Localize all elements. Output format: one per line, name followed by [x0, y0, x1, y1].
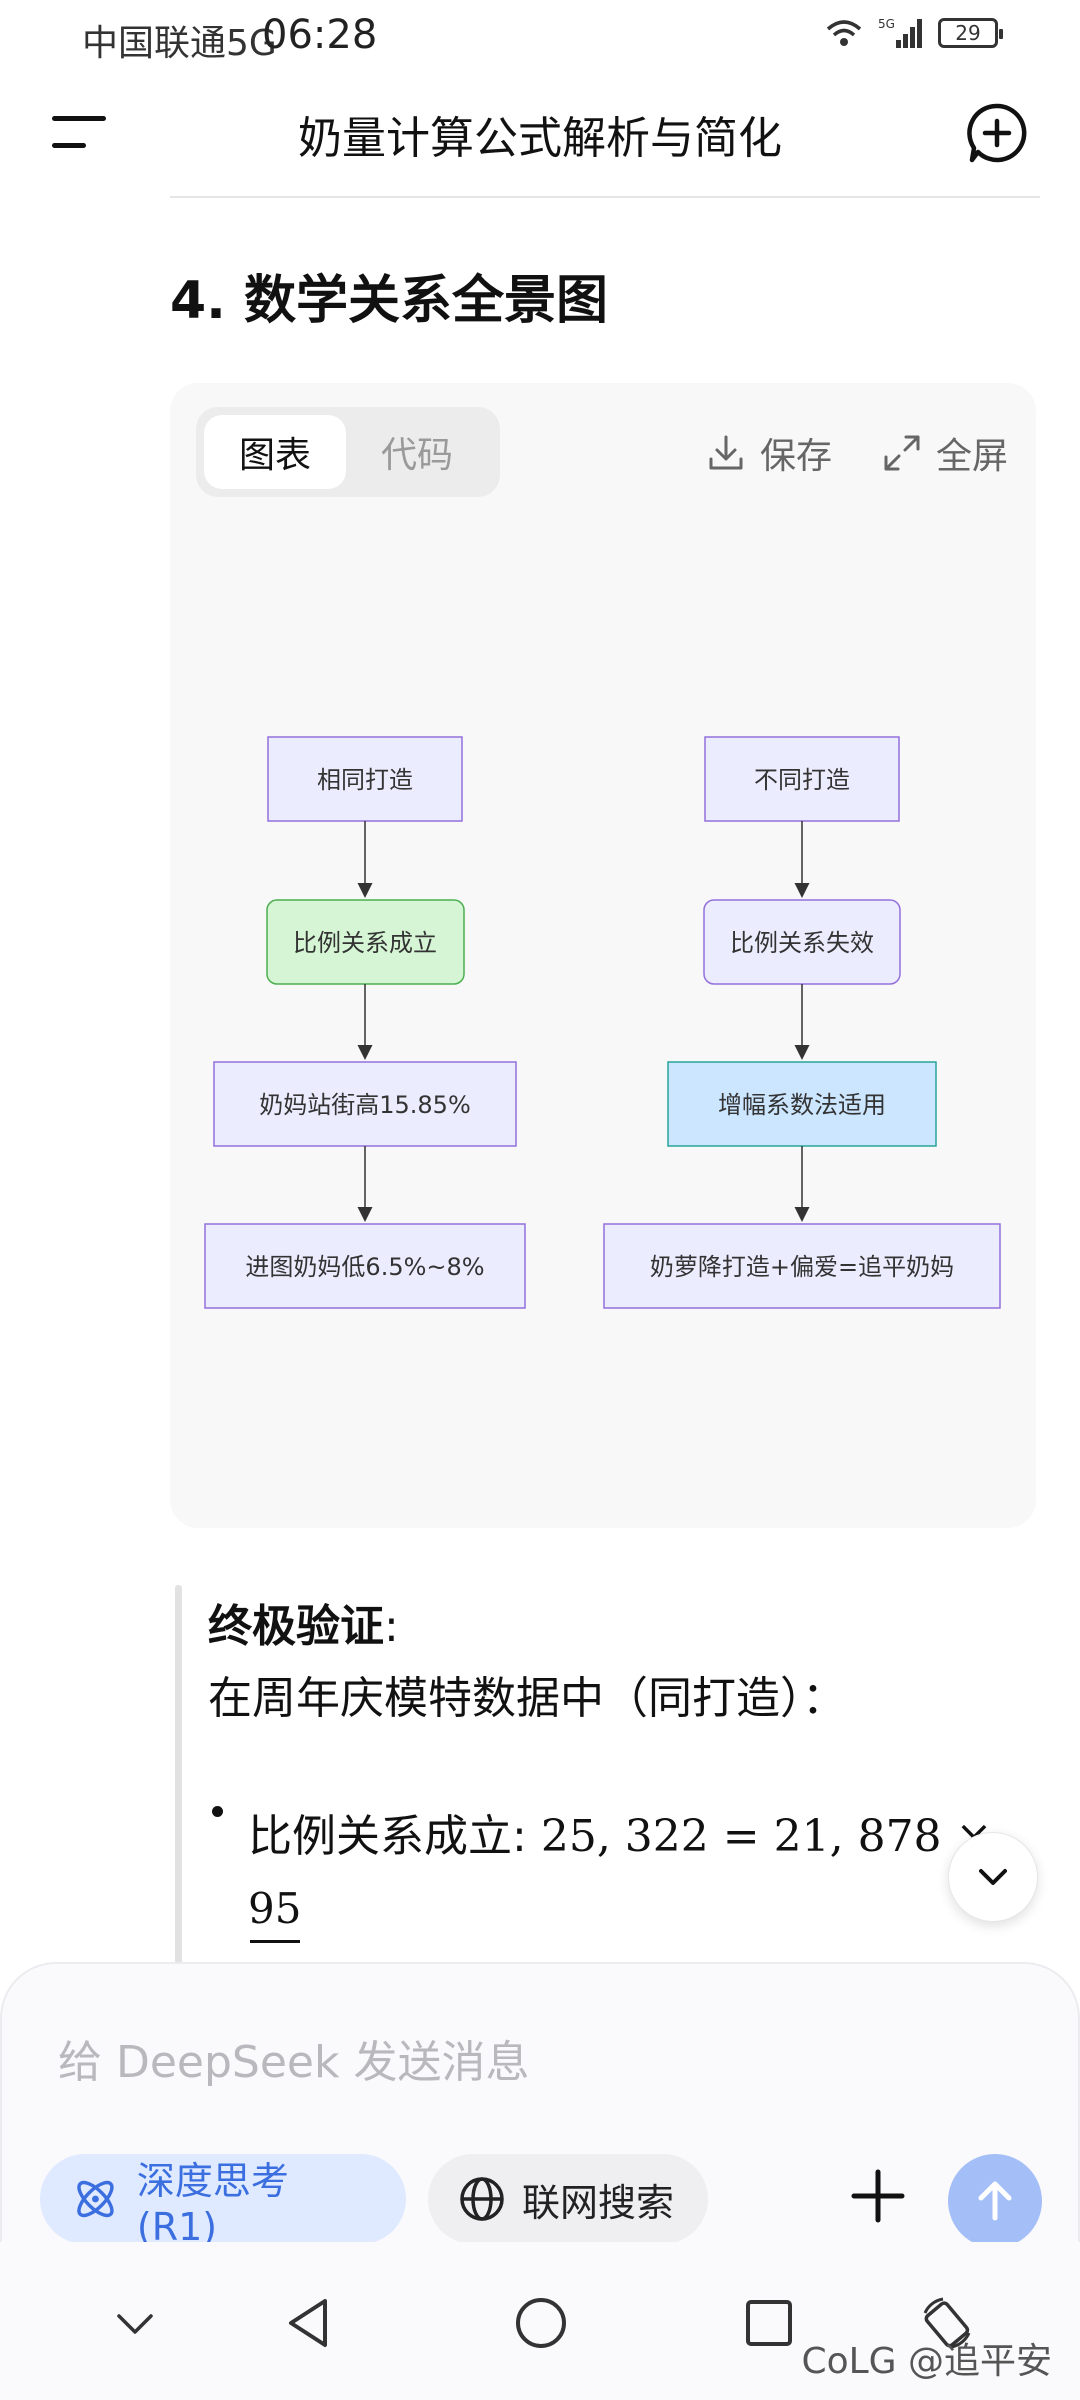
flow-node-label: 相同打造 — [317, 766, 413, 794]
download-icon — [709, 435, 743, 470]
section-heading: 4. 数学关系全景图 — [170, 271, 609, 331]
flow-node-label: 比例关系成立 — [293, 929, 437, 957]
diagram-card: 图表 代码 保存 全屏 相同打造 比例关系成立 — [170, 383, 1036, 1528]
flow-node-label: 进图奶妈低6.5%~8% — [245, 1253, 484, 1281]
plus-circle-icon[interactable] — [966, 102, 1028, 164]
save-button[interactable]: 保存 — [706, 427, 832, 479]
flow-node: 奶萝降打造+偏爱=追平奶妈 — [603, 1223, 1001, 1309]
message-input[interactable]: 给 DeepSeek 发送消息 — [58, 2037, 530, 2088]
battery-level: 29 — [955, 21, 981, 45]
triangle-back-icon — [289, 2299, 327, 2347]
flow-node: 增幅系数法适用 — [667, 1061, 937, 1147]
flowchart: 相同打造 比例关系成立 奶妈站街高15.85% 进图奶妈低6.5%~8% 不同打… — [204, 736, 1001, 1309]
bullet-label: 比例关系成立: — [248, 1811, 527, 1862]
battery-icon: 29 — [938, 18, 1003, 48]
nav-rotate-button[interactable] — [912, 2288, 982, 2358]
status-icons: 5G 29 — [824, 16, 1003, 50]
menu-icon[interactable] — [52, 112, 106, 152]
tab-code[interactable]: 代码 — [380, 435, 453, 476]
nav-hide-keyboard-button[interactable] — [100, 2288, 170, 2358]
signal-icon: 5G — [878, 17, 922, 48]
web-search-toggle[interactable]: 联网搜索 — [428, 2154, 708, 2244]
nav-home-button[interactable] — [506, 2288, 576, 2358]
scroll-down-button[interactable] — [948, 1832, 1038, 1922]
bullet-item: 比例关系成立: 25, 322 = 21, 878 × — [248, 1800, 992, 1864]
header-divider — [170, 196, 1040, 198]
bullet-dot — [212, 1806, 223, 1817]
flow-node-label: 奶萝降打造+偏爱=追平奶妈 — [650, 1253, 954, 1281]
status-bar: 中国联通5G 06:28 5G 29 — [0, 0, 1080, 72]
verification-title-text: 终极验证 — [208, 1601, 384, 1652]
message-composer: 给 DeepSeek 发送消息 深度思考 (R1) 联网搜索 — [0, 1962, 1080, 2249]
watermark: CoLG @追平安 — [801, 2341, 1052, 2382]
atom-icon — [77, 2180, 114, 2218]
chevron-down-icon — [979, 1869, 1007, 1885]
web-search-label: 联网搜索 — [522, 2180, 675, 2225]
tab-chart[interactable]: 图表 — [204, 415, 346, 489]
bullet-equation: 25, 322 = 21, 878 × — [540, 1811, 993, 1862]
flow-node-label: 增幅系数法适用 — [718, 1091, 886, 1119]
flow-node-label: 比例关系失效 — [730, 929, 874, 957]
plus-icon[interactable] — [848, 2166, 908, 2226]
fullscreen-button[interactable]: 全屏 — [882, 427, 1008, 479]
circle-home-icon — [516, 2298, 566, 2348]
wifi-icon — [826, 20, 862, 46]
verification-line: 在周年庆模特数据中（同打造）： — [208, 1673, 846, 1724]
square-recents-icon — [746, 2300, 792, 2346]
flow-node: 进图奶妈低6.5%~8% — [204, 1223, 526, 1309]
quote-bar — [175, 1585, 182, 1965]
send-button[interactable] — [948, 2154, 1042, 2248]
app-header: 奶量计算公式解析与简化 — [0, 80, 1080, 190]
save-label: 保存 — [760, 436, 833, 477]
fraction-numerator: 95 — [248, 1884, 302, 1933]
verification-title-suffix: : — [384, 1601, 399, 1652]
flow-node: 奶妈站街高15.85% — [213, 1061, 517, 1147]
arrow-up-icon — [978, 2181, 1012, 2221]
verification-title: 终极验证: — [208, 1590, 399, 1654]
expand-icon — [884, 435, 920, 471]
deepthink-toggle[interactable]: 深度思考 (R1) — [40, 2154, 406, 2249]
chevron-down-icon — [117, 2314, 153, 2334]
clock: 06:28 — [262, 12, 378, 58]
nav-recents-button[interactable] — [734, 2288, 804, 2358]
flow-node: 比例关系失效 — [703, 899, 901, 985]
view-tabs: 图表 代码 — [196, 407, 500, 497]
nav-back-button[interactable] — [274, 2288, 344, 2358]
system-nav-bar — [0, 2242, 1080, 2400]
deepthink-label: 深度思考 (R1) — [136, 2158, 289, 2249]
fraction-bar — [250, 1940, 300, 1943]
svg-text:5G: 5G — [878, 17, 895, 31]
flow-node: 不同打造 — [704, 736, 900, 822]
flow-node: 相同打造 — [267, 736, 463, 822]
flow-node-label: 不同打造 — [754, 766, 850, 794]
flow-node: 比例关系成立 — [266, 899, 465, 985]
rotate-screen-icon — [923, 2297, 971, 2349]
chat-title: 奶量计算公式解析与简化 — [298, 113, 782, 164]
flow-node-label: 奶妈站街高15.85% — [259, 1091, 471, 1119]
globe-icon — [460, 2177, 504, 2221]
fullscreen-label: 全屏 — [936, 436, 1009, 477]
carrier-label: 中国联通5G — [82, 23, 277, 64]
